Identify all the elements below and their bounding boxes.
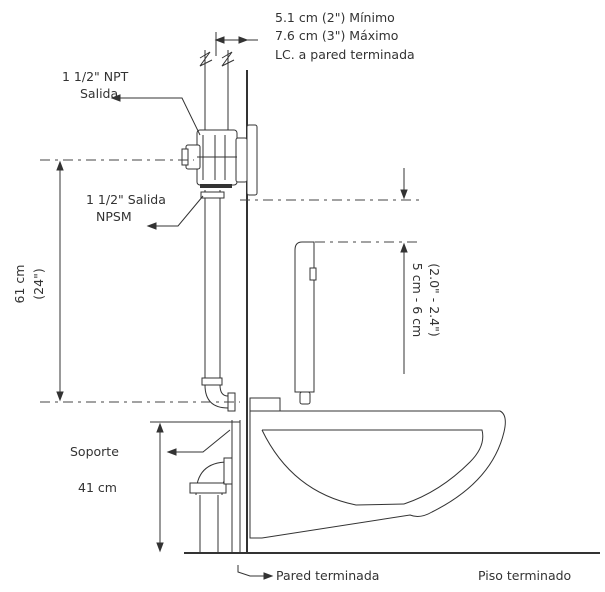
tank-gap-dimension (240, 168, 420, 374)
height-61-sublabel: (24") (31, 268, 46, 299)
support-label: Soporte (70, 444, 119, 459)
drain-fitting (189, 420, 233, 553)
height-41-label: 41 cm (78, 480, 117, 495)
flush-valve (181, 124, 258, 196)
offset-ref-label: LC. a pared terminada (275, 47, 415, 62)
height-61-dimension (40, 159, 240, 403)
npsm-outlet-label: 1 1/2" Salida (86, 192, 166, 207)
finished-wall-label: Pared terminada (276, 568, 379, 583)
height-61-label: 61 cm (12, 265, 27, 304)
offset-min-label: 5.1 cm (2") Mínimo (275, 10, 395, 25)
npsm-outlet-sublabel: NPSM (96, 209, 132, 224)
toilet-bowl (249, 397, 506, 539)
tank-gap-sublabel: (2.0" - 2.4") (427, 263, 442, 336)
labels: 5.1 cm (2") Mínimo 7.6 cm (3") Máximo LC… (12, 10, 571, 583)
supply-pipe (199, 50, 236, 412)
tank-cover (294, 241, 317, 405)
offset-dimension (214, 32, 258, 56)
tank-gap-label: 5 cm - 6 cm (410, 263, 425, 337)
npt-outlet-label: 1 1/2" NPT (62, 69, 129, 84)
finished-floor-label: Piso terminado (478, 568, 571, 583)
leader-lines (110, 94, 274, 580)
height-41-dimension (150, 421, 240, 553)
offset-max-label: 7.6 cm (3") Máximo (275, 28, 398, 43)
npt-outlet-sublabel: Salida (80, 86, 118, 101)
